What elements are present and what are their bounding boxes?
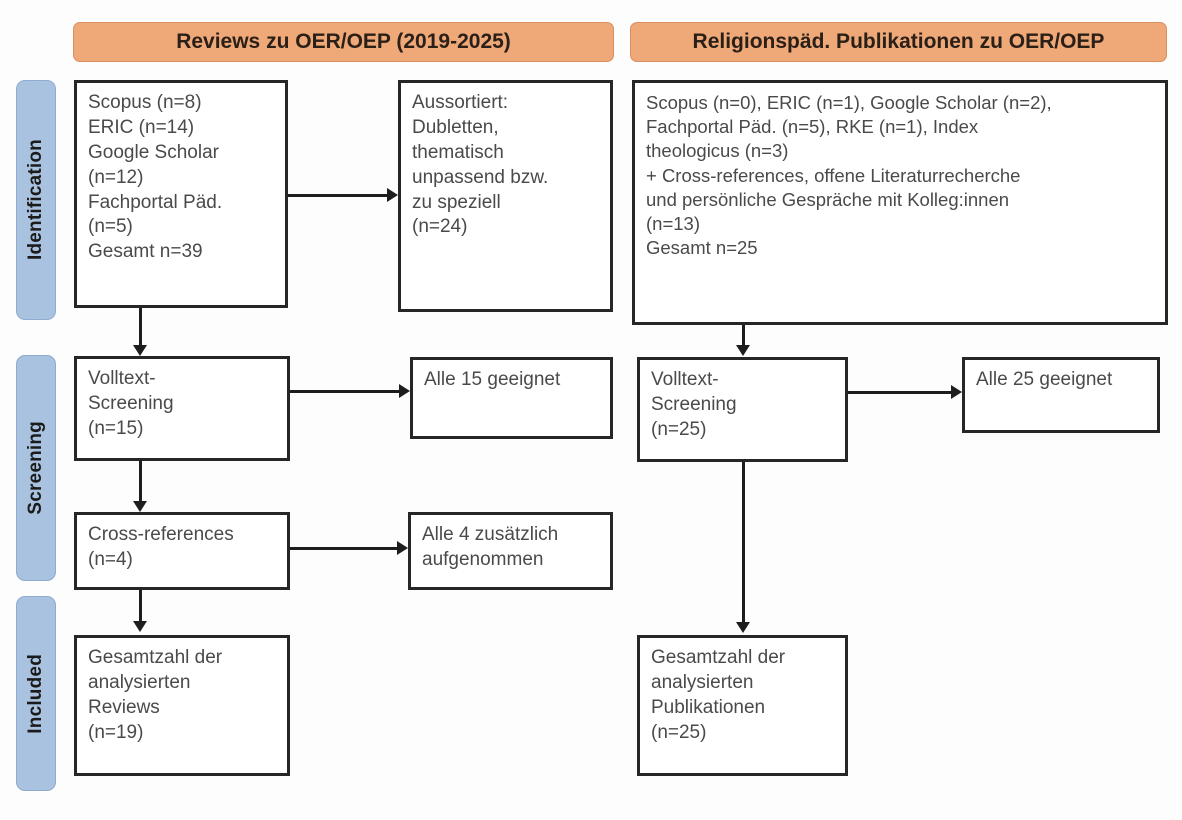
connector-right-screening-to-included bbox=[742, 462, 745, 624]
arrowhead-left-screening-to-result bbox=[399, 384, 410, 398]
connector-left-screening-to-result bbox=[290, 390, 399, 393]
connector-right-sources-to-screening bbox=[742, 325, 745, 347]
connector-left-sources-to-excluded bbox=[288, 194, 387, 197]
arrowhead-right-sources-to-screening bbox=[736, 345, 750, 356]
box-right-sources: Scopus (n=0), ERIC (n=1), Google Scholar… bbox=[632, 80, 1168, 325]
arrowhead-right-screening-to-result bbox=[951, 385, 962, 399]
box-left-screening: Volltext- Screening (n=15) bbox=[74, 356, 290, 461]
stage-label-included-text: Included bbox=[25, 653, 46, 734]
box-right-screening-result: Alle 25 geeignet bbox=[962, 357, 1160, 433]
arrowhead-left-screening-to-crossrefs bbox=[133, 501, 147, 512]
box-left-screening-result: Alle 15 geeignet bbox=[410, 357, 613, 439]
arrowhead-left-crossrefs-to-result bbox=[397, 541, 408, 555]
connector-right-screening-to-result bbox=[848, 391, 951, 394]
box-right-screening: Volltext- Screening (n=25) bbox=[637, 357, 848, 462]
column-header-reviews: Reviews zu OER/OEP (2019-2025) bbox=[73, 22, 614, 62]
box-left-included: Gesamtzahl der analysierten Reviews (n=1… bbox=[74, 635, 290, 776]
arrowhead-left-sources-to-screening bbox=[133, 345, 147, 356]
stage-label-screening-text: Screening bbox=[25, 421, 46, 515]
connector-left-crossrefs-to-included bbox=[139, 590, 142, 623]
arrowhead-left-sources-to-excluded bbox=[387, 188, 398, 202]
stage-label-identification: Identification bbox=[16, 80, 56, 320]
box-left-sources: Scopus (n=8) ERIC (n=14) Google Scholar … bbox=[74, 80, 288, 308]
stage-label-screening: Screening bbox=[16, 355, 56, 581]
column-header-religionspaed: Religionspäd. Publikationen zu OER/OEP bbox=[630, 22, 1167, 62]
connector-left-crossrefs-to-result bbox=[290, 547, 397, 550]
arrowhead-left-crossrefs-to-included bbox=[133, 621, 147, 632]
connector-left-sources-to-screening bbox=[139, 308, 142, 347]
box-right-included: Gesamtzahl der analysierten Publikatione… bbox=[637, 635, 848, 776]
stage-label-identification-text: Identification bbox=[25, 139, 46, 261]
box-left-crossrefs: Cross-references (n=4) bbox=[74, 512, 290, 590]
arrowhead-right-screening-to-included bbox=[736, 622, 750, 633]
box-left-crossrefs-result: Alle 4 zusätzlich aufgenommen bbox=[408, 512, 613, 590]
stage-label-included: Included bbox=[16, 596, 56, 791]
connector-left-screening-to-crossrefs bbox=[139, 461, 142, 503]
box-left-excluded: Aussortiert: Dubletten, thematisch unpas… bbox=[398, 80, 613, 312]
